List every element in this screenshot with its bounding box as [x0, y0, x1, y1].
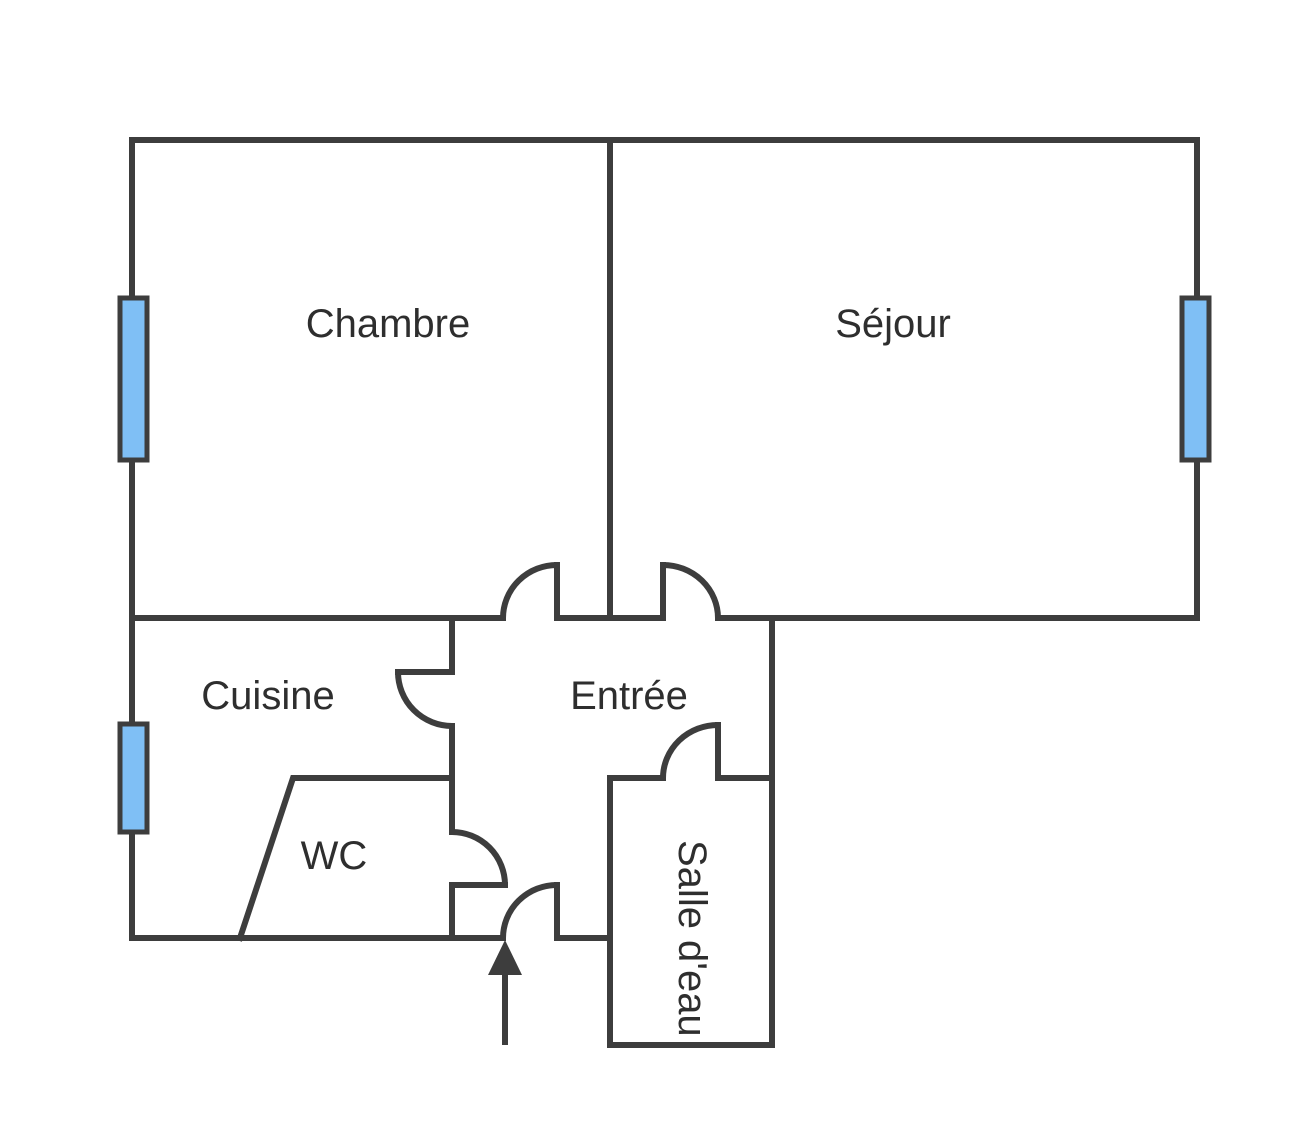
- room-label-wc: WC: [301, 834, 368, 878]
- salle-deau-top-wall: [715, 722, 775, 781]
- outer-left-wall: [129, 137, 506, 941]
- room-label-cuisine: Cuisine: [201, 674, 334, 718]
- rooms-bottom-wall-mid: [554, 562, 666, 621]
- room-label-chambre: Chambre: [306, 302, 471, 346]
- entree-right-wall: [607, 615, 775, 1048]
- window-chambre: [117, 295, 150, 463]
- wc-top-wall: [236, 775, 455, 942]
- window-cuisine: [117, 721, 150, 835]
- doors: [395, 562, 721, 939]
- room-label-salle-deau: Salle d'eau: [670, 840, 714, 1037]
- entree-bottom-wall: [554, 882, 613, 941]
- window-sejour: [1179, 295, 1212, 463]
- room-label-sejour: Séjour: [835, 302, 951, 346]
- door-salle-deau: [660, 722, 719, 779]
- entrance-arrow-icon: [488, 940, 522, 1045]
- door-entrance: [500, 882, 558, 939]
- door-wc: [451, 829, 508, 886]
- windows: [117, 295, 1212, 835]
- walls: [129, 137, 1200, 1048]
- wc-entree-wall: [449, 882, 508, 941]
- cuisine-entree-wall-upper: [395, 615, 455, 675]
- door-cuisine: [395, 671, 453, 729]
- door-sejour: [662, 562, 721, 619]
- door-chambre: [500, 562, 558, 619]
- room-label-entree: Entrée: [570, 674, 688, 718]
- outer-top-wall: [129, 137, 1200, 621]
